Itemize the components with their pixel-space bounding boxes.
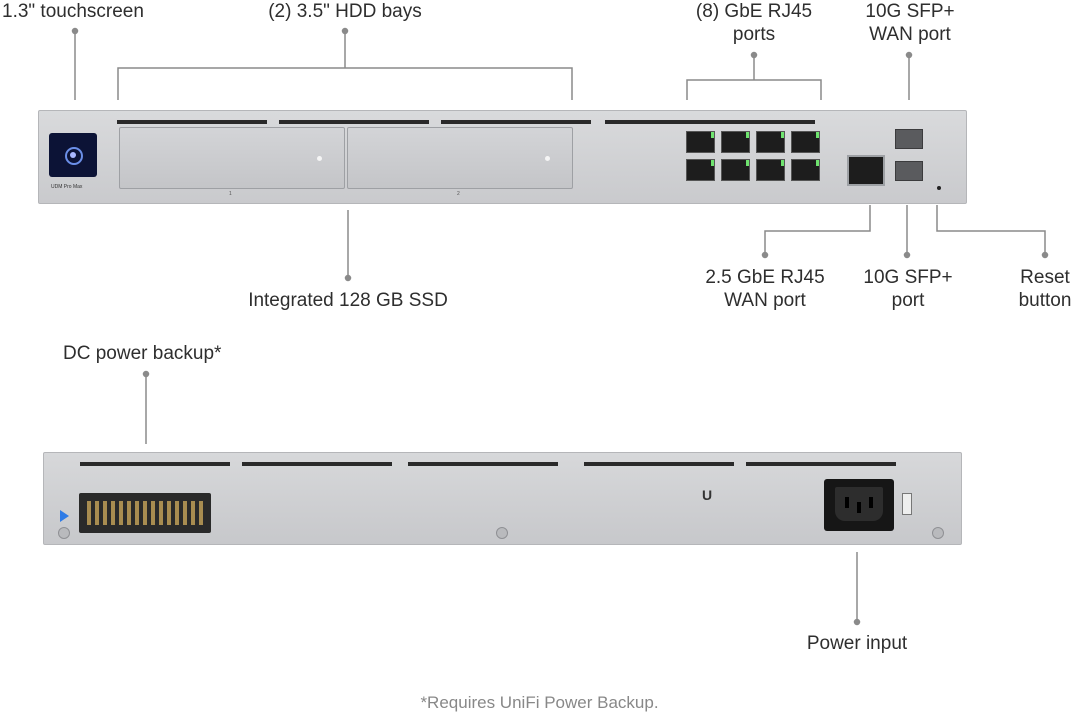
label-dc-power-backup: DC power backup*: [63, 343, 222, 364]
screw-icon: [58, 527, 70, 539]
label-gbe-ports: (8) GbE RJ45 ports: [674, 0, 834, 46]
sfp-wan-port[interactable]: [895, 129, 923, 149]
label-sfp-port-line1: 10G SFP+: [863, 267, 953, 288]
hdd-bay-2[interactable]: [347, 127, 573, 189]
socket-pin: [857, 502, 861, 513]
label-sfp-wan-line2: WAN port: [869, 24, 951, 45]
hdd-bay-1[interactable]: [119, 127, 345, 189]
vent-bar: [80, 462, 230, 466]
brand-label: UDM Pro Max: [51, 184, 83, 190]
label-reset: Reset button: [1005, 266, 1079, 312]
rj45-port[interactable]: [791, 131, 820, 153]
arrow-icon: [60, 510, 69, 522]
label-sfp-wan-line1: 10G SFP+: [865, 1, 955, 22]
rj45-port[interactable]: [686, 131, 715, 153]
screw-icon: [932, 527, 944, 539]
rj45-wan-port[interactable]: [847, 155, 885, 186]
rj45-port[interactable]: [686, 159, 715, 181]
connector-pins: [87, 501, 203, 525]
rj45-port[interactable]: [721, 159, 750, 181]
label-ssd: Integrated 128 GB SSD: [248, 290, 448, 311]
touchscreen-ring-icon: [65, 147, 83, 165]
vent-bar: [605, 120, 815, 124]
label-gbe-ports-line2: ports: [732, 24, 776, 45]
iec-socket: [835, 487, 883, 521]
footnote: *Requires UniFi Power Backup.: [420, 693, 659, 712]
label-rj45-wan: 2.5 GbE RJ45 WAN port: [690, 266, 840, 312]
vent-bar: [408, 462, 558, 466]
rj45-port[interactable]: [756, 159, 785, 181]
dc-power-backup-connector[interactable]: [79, 493, 211, 533]
front-panel: UDM Pro Max 1 2: [38, 110, 967, 204]
bay-led-icon: [317, 156, 322, 161]
touchscreen-dot-icon: [70, 152, 76, 158]
vent-bar: [441, 120, 591, 124]
label-power-input: Power input: [806, 633, 908, 654]
power-input-socket[interactable]: [824, 479, 894, 531]
rj45-port[interactable]: [791, 159, 820, 181]
vent-bar: [117, 120, 267, 124]
label-sfp-wan: 10G SFP+ WAN port: [850, 0, 970, 46]
vent-bar: [584, 462, 734, 466]
bay-led-icon: [545, 156, 550, 161]
vent-bar: [242, 462, 392, 466]
socket-pin: [845, 497, 849, 508]
label-sfp-port-line2: port: [891, 290, 925, 311]
unifi-logo-icon: U: [702, 487, 713, 503]
reset-button[interactable]: [937, 186, 941, 190]
label-reset-line2: button: [1018, 290, 1072, 311]
vent-bar: [746, 462, 896, 466]
rj45-port[interactable]: [756, 131, 785, 153]
label-gbe-ports-line1: (8) GbE RJ45: [695, 1, 813, 22]
vent-bar: [279, 120, 429, 124]
label-touchscreen: 1.3" touchscreen: [2, 1, 144, 22]
label-sfp-port: 10G SFP+ port: [848, 266, 968, 312]
bay-number: 1: [229, 191, 232, 197]
back-panel: U: [43, 452, 962, 545]
sfp-port[interactable]: [895, 161, 923, 181]
label-rj45-wan-line2: WAN port: [724, 290, 806, 311]
power-switch[interactable]: [902, 493, 912, 515]
screw-icon: [496, 527, 508, 539]
rj45-port[interactable]: [721, 131, 750, 153]
label-reset-line1: Reset: [1020, 267, 1070, 288]
bay-number: 2: [457, 191, 460, 197]
socket-pin: [869, 497, 873, 508]
touchscreen[interactable]: [49, 133, 97, 177]
label-rj45-wan-line1: 2.5 GbE RJ45: [705, 267, 825, 288]
label-hdd-bays: (2) 3.5" HDD bays: [268, 1, 422, 22]
